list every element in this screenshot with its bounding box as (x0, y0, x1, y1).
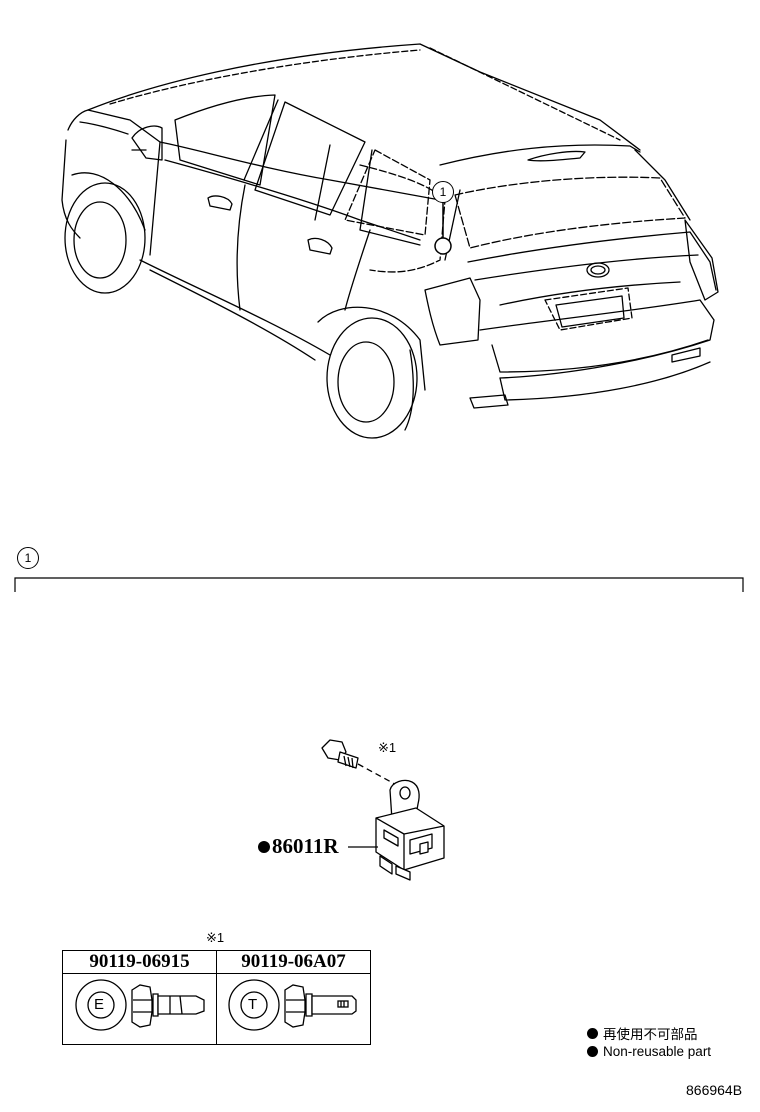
bolt-head-letter: T (248, 996, 258, 1013)
bolt-part-number-cell[interactable]: 90119-06915 (62, 950, 217, 974)
legend-dot-icon (587, 1027, 598, 1039)
non-reusable-dot-icon (258, 840, 270, 853)
bolt-reference-mark: ※1 (378, 740, 397, 755)
sensor-part-drawing (321, 739, 445, 881)
part-number-label[interactable]: 86011R (258, 834, 339, 859)
part-number-text: 86011R (272, 834, 339, 858)
bolt-table-note: ※1 (206, 930, 225, 945)
callout-marker (434, 201, 452, 255)
bolt-part-number-cell[interactable]: 90119-06A07 (216, 950, 371, 974)
legend-dot-icon (587, 1046, 598, 1057)
legend-text: Non-reusable part (603, 1044, 712, 1059)
car-illustration (61, 43, 719, 439)
section-number-badge: 1 (17, 547, 39, 569)
bolt-head-letter: E (94, 996, 105, 1013)
bolt-icon-cell (62, 973, 217, 1045)
callout-number-badge: 1 (432, 181, 454, 203)
legend-text: 再使用不可部品 (603, 1027, 698, 1042)
diagram-id: 866964B (686, 1082, 743, 1098)
section-bracket (14, 577, 744, 592)
bolt-icon-cell (216, 973, 371, 1045)
bolt-table: 90119-06915 90119-06A07 (62, 950, 371, 1045)
legend-item-japanese: 再使用不可部品 (587, 1023, 698, 1043)
legend-item-english: Non-reusable part (587, 1044, 711, 1059)
